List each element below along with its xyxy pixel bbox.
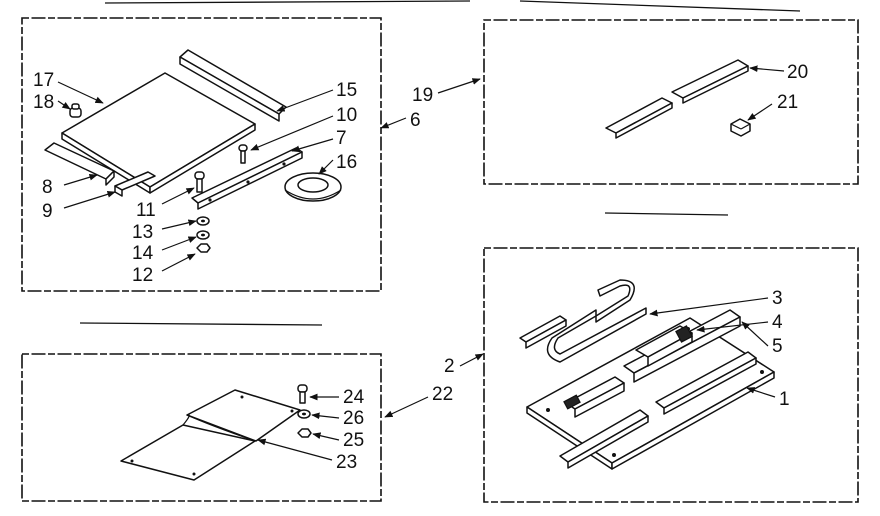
part-24-screw (297, 384, 308, 404)
label-18: 18 (33, 92, 54, 113)
separator-line-left (79, 322, 323, 326)
leader-7 (291, 138, 334, 153)
label-21: 21 (777, 92, 798, 113)
part-21-clip (730, 118, 751, 137)
label-26: 26 (343, 408, 364, 429)
leader-19 (437, 78, 481, 94)
part-8-strip (44, 142, 115, 186)
leader-22 (384, 396, 429, 418)
top-rule-line-right (519, 0, 801, 12)
leader-15 (276, 89, 334, 112)
leader-4 (696, 321, 769, 333)
part-10-screw (238, 144, 248, 164)
part-18-knob (69, 103, 82, 118)
label-15: 15 (336, 80, 357, 101)
label-4: 4 (772, 312, 783, 333)
leader-6 (380, 117, 407, 129)
leader-25 (312, 432, 340, 441)
part-14-washer (196, 230, 210, 240)
top-rule-line (104, 0, 471, 4)
label-10: 10 (336, 105, 357, 126)
label-9: 9 (42, 201, 53, 222)
group-box-2 (483, 247, 859, 503)
leader-10 (250, 115, 334, 151)
label-23: 23 (336, 452, 357, 473)
part-4-element (563, 325, 693, 410)
part-9-strip (114, 171, 156, 197)
separator-line-right (604, 212, 729, 216)
leader-14 (161, 236, 197, 251)
part-7-bracket (191, 147, 303, 210)
label-25: 25 (343, 430, 364, 451)
part-12-nut (196, 243, 211, 253)
part-25-nut (297, 428, 312, 438)
leader-12 (161, 253, 196, 272)
label-13: 13 (132, 222, 153, 243)
label-16: 16 (336, 152, 357, 173)
label-2: 2 (444, 356, 455, 377)
label-5: 5 (772, 336, 783, 357)
part-23-liner (120, 389, 301, 481)
leader-20 (749, 65, 785, 73)
leader-3 (649, 297, 769, 317)
label-11: 11 (136, 200, 156, 221)
leader-8 (63, 173, 98, 186)
label-17: 17 (33, 70, 54, 91)
label-14: 14 (132, 243, 154, 264)
part-13-washer (196, 216, 210, 226)
leader-16 (318, 159, 334, 175)
leader-26 (311, 412, 340, 420)
leader-18 (57, 100, 71, 110)
label-1: 1 (779, 389, 790, 410)
part-11-screw (194, 171, 205, 193)
part-26-washer (297, 409, 311, 419)
leader-21 (747, 103, 773, 121)
label-8: 8 (42, 177, 53, 198)
group-box-22 (21, 353, 382, 502)
part-17-panel (61, 72, 256, 194)
label-24: 24 (343, 387, 365, 408)
part-1-rails (559, 351, 757, 469)
label-7: 7 (336, 128, 347, 149)
leader-1 (746, 387, 776, 398)
leader-11 (161, 187, 195, 205)
leader-23 (257, 438, 333, 461)
label-12: 12 (132, 265, 153, 286)
leader-9 (63, 191, 116, 209)
group-box-19 (483, 19, 859, 185)
label-3: 3 (772, 288, 783, 309)
part-16-grommet (284, 172, 342, 202)
part-3-gasket (519, 279, 647, 363)
part-20-strip (605, 59, 749, 139)
group-box-6 (21, 17, 382, 292)
label-6: 6 (410, 110, 421, 131)
label-22: 22 (432, 384, 453, 405)
label-20: 20 (787, 62, 808, 83)
leader-13 (161, 219, 197, 230)
part-1-base-plate (526, 317, 775, 470)
label-19: 19 (412, 85, 433, 106)
leader-17 (57, 81, 104, 104)
leader-2 (459, 353, 484, 367)
leader-5 (741, 321, 769, 347)
